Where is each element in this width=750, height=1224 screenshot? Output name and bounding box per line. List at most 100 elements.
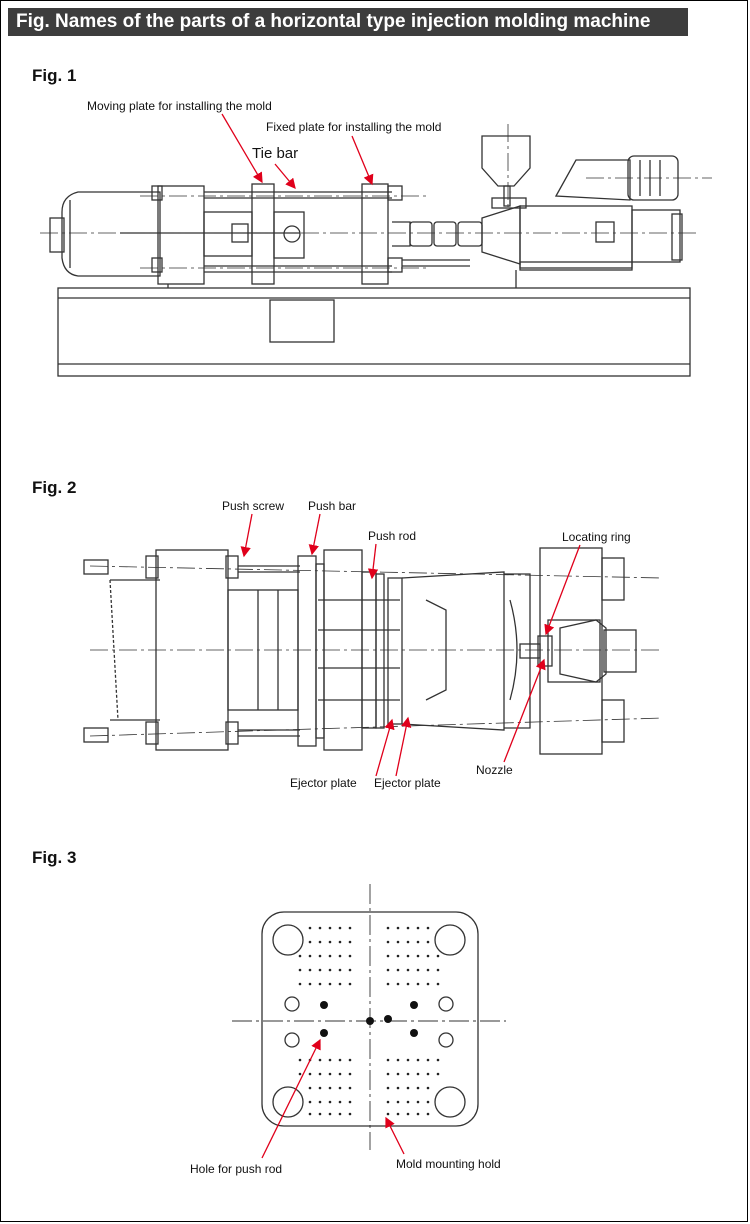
mounting-hole-dot [416,940,420,944]
injection-head [481,205,521,265]
mounting-hole-dot [426,926,430,930]
mounting-hole-dot [426,940,430,944]
mounting-hole-dot [318,982,322,986]
mounting-hole-dot [426,1100,430,1104]
fig1-centerlines [40,124,712,269]
mounting-hole-dot [308,1072,312,1076]
mounting-hole-dot [318,954,322,958]
fig2-callouts: Push screw Push bar Push rod Locating ri… [222,499,631,790]
mounting-hole-dot [308,1112,312,1116]
tie-bar-hole-tl [272,924,304,956]
mounting-hole-dot [338,968,342,972]
mounting-hole-dot [328,954,332,958]
mounting-hole-dot [436,1072,440,1076]
mounting-hole-dot [436,1058,440,1062]
machine-base [57,287,691,377]
mounting-hole-dot [298,954,302,958]
mounting-hole-dot [308,940,312,944]
mounting-hole-dot [328,982,332,986]
mounting-hole-dot [348,982,352,986]
mounting-hole-dot [308,926,312,930]
mounting-hole-dot [406,1086,410,1090]
mounting-hole-dot [406,968,410,972]
mounting-hole-dot [338,954,342,958]
page-title: Fig. Names of the parts of a horizontal … [8,8,688,36]
mounting-hole-dot [308,968,312,972]
mounting-hole-dot [338,940,342,944]
fig3-centerlines [232,884,506,1150]
mounting-hole-dot [406,1058,410,1062]
mounting-hole-dot [416,926,420,930]
fig1-callouts: Moving plate for installing the mold Fix… [87,99,441,189]
mounting-hole-dot [386,1112,390,1116]
callout-ejector-plate-2: Ejector plate [374,776,441,790]
mounting-hole-dot [416,1100,420,1104]
mounting-hole-dot [308,1100,312,1104]
mounting-hole-dot [386,954,390,958]
mounting-hole-dot [386,926,390,930]
mounting-hole-dot [386,1058,390,1062]
mounting-hole-dot [348,1086,352,1090]
tie-bar-hole-bl [272,1086,304,1118]
tie-bar-hole-br [434,1086,466,1118]
tie-bar-hole-tr [434,924,466,956]
mounting-hole-dot [328,1058,332,1062]
callout-push-rod: Push rod [368,529,416,543]
mounting-hole-dot [396,1100,400,1104]
mounting-hole-dot [308,982,312,986]
fig2-moving-plate [297,555,317,747]
mounting-hole-dot [338,1086,342,1090]
mounting-hole-dot [406,926,410,930]
mounting-hole-dot [396,982,400,986]
mounting-hole-dot [406,940,410,944]
rear-plate [157,185,205,285]
clamp-cylinder [61,191,161,277]
mounting-hole-dot [386,1100,390,1104]
mounting-hole-dot [406,1100,410,1104]
mounting-hole-dot [328,926,332,930]
mounting-hole-dot [348,968,352,972]
mounting-hole-dot [426,954,430,958]
mounting-hole-dot [348,926,352,930]
mounting-hole-dot [318,940,322,944]
fig1-machine [49,135,691,377]
mounting-hole-dot [338,1072,342,1076]
mounting-hole-dot [308,954,312,958]
mounting-hole-dot [328,1072,332,1076]
base-panel [269,299,335,343]
callout-nozzle: Nozzle [476,763,513,777]
callout-push-screw: Push screw [222,499,284,513]
mounting-hole-dot [396,1086,400,1090]
mounting-hole-dot [298,1058,302,1062]
mounting-hole-dot [426,1112,430,1116]
mounting-hole-dot [386,1072,390,1076]
mounting-hole-dot [318,1086,322,1090]
callout-push-bar: Push bar [308,499,356,513]
fig2-clamp [83,547,637,755]
mounting-hole-dot [308,1086,312,1090]
ejector-plate [387,577,403,725]
mounting-hole-dot [318,926,322,930]
fig3-holes [320,1001,418,1037]
fig2-label: Fig. 2 [32,478,77,497]
mounting-hole-dot [328,968,332,972]
mounting-hole-dot [406,982,410,986]
mounting-hole-dot [416,982,420,986]
mounting-hole-dot [426,968,430,972]
mounting-hole-dot [396,1112,400,1116]
mold-mounting-hole-grid [298,926,440,1116]
mounting-hole-dot [328,1086,332,1090]
mounting-hole-dot [348,954,352,958]
callout-tie-bar: Tie bar [252,145,298,162]
mounting-hole-dot [386,940,390,944]
mounting-hole-dot [338,1112,342,1116]
mounting-hole-dot [298,982,302,986]
fig3-callouts: Hole for push rod Mold mounting hold [190,1038,501,1176]
callout-hole-push-rod: Hole for push rod [190,1162,282,1176]
mounting-hole-dot [298,1072,302,1076]
mounting-hole-dot [426,982,430,986]
mounting-hole-dot [328,940,332,944]
mounting-hole-dot [318,1112,322,1116]
mounting-hole-dot [298,968,302,972]
